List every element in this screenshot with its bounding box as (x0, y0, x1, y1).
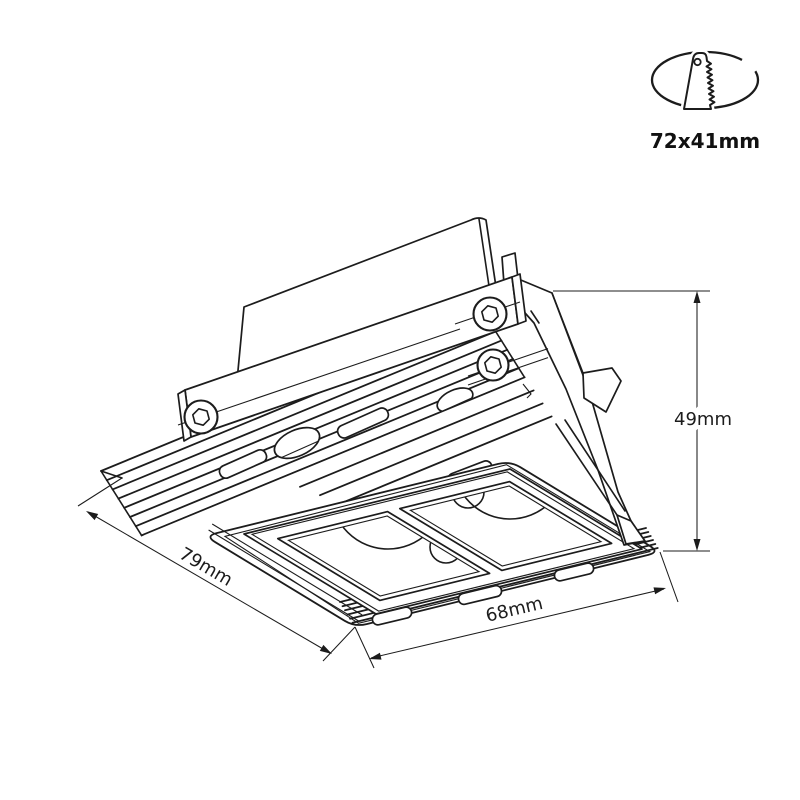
spring-wire-tick (522, 383, 532, 399)
hex-screw-icon (472, 296, 508, 332)
fin-cutout-tab (218, 448, 268, 480)
extension-lines (77, 477, 356, 662)
extension-lines (553, 290, 710, 552)
bracket-foot (616, 514, 646, 545)
hex-screw-icon (183, 399, 219, 435)
fin-cutout-tab (336, 407, 390, 439)
spring-bracket (508, 277, 646, 546)
screw-boss-dome (273, 426, 321, 460)
mounting-plate (177, 273, 549, 442)
lens-window-left (276, 510, 491, 602)
reflector-arc (330, 516, 446, 550)
driver-panel (236, 217, 497, 382)
saw-icon (683, 52, 716, 110)
cutout-size-label: 72x41mm (650, 129, 760, 153)
cutout-icon: 72x41mm (650, 49, 760, 153)
saw-handle-hole (693, 57, 702, 67)
heatsink-fins-top (100, 312, 526, 537)
trim-left-lip-lines (208, 523, 363, 622)
lens-bezel (243, 468, 643, 615)
hex-screw-icon (476, 348, 510, 382)
panel-thickness-line (478, 218, 490, 287)
dimension-label: 79mm (175, 543, 236, 590)
extension-lines (354, 551, 679, 669)
cutout-gap (741, 55, 759, 73)
bracket-leg-lines (555, 419, 626, 516)
dimension-label: 49mm (674, 409, 732, 430)
luminaire-drawing (100, 217, 659, 627)
plate-right-cap (511, 273, 527, 325)
bracket-fold (582, 367, 622, 413)
heatsink-fins-lower (299, 389, 553, 505)
dimension-height-49mm: 49mm (553, 290, 736, 552)
bracket-inner-lines (530, 292, 584, 374)
reflector-arc (452, 486, 568, 520)
